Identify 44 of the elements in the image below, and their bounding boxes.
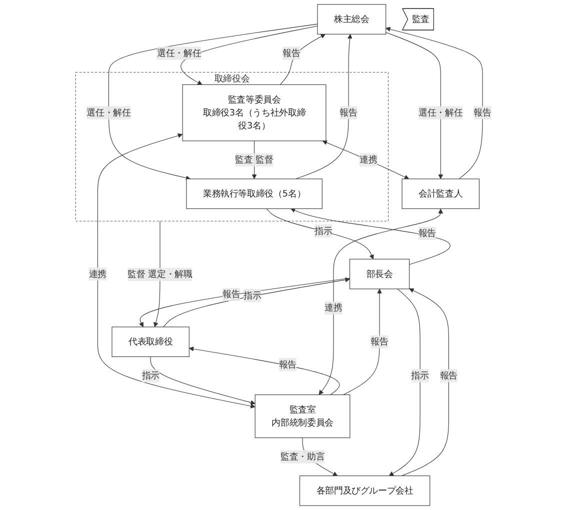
edge-label: 報告 (282, 48, 300, 58)
arrow (280, 34, 326, 85)
edge-label: 連携 (324, 302, 342, 313)
edge-label: 監査・助言 (280, 451, 325, 462)
edge-label: 指示 (142, 370, 160, 381)
edge-label: 選任・解任 (156, 48, 202, 58)
node-box: 監査室 内部統制委員会 (254, 394, 350, 438)
node-box: 会計監査人 (402, 178, 480, 209)
edge-label: 報告 (370, 336, 388, 347)
node-box: 監査等委員会 取締役3名（うち社外取締役3名） (182, 84, 326, 142)
node-box: 株主総会 (317, 4, 386, 34)
edge-label: 報告 (340, 107, 358, 118)
arrow (322, 140, 410, 180)
arrow (150, 356, 256, 405)
edge-label: 選任・解任 (86, 107, 131, 118)
node-box: 部長会 (350, 258, 410, 290)
arrow (188, 346, 340, 396)
arrow (290, 208, 450, 265)
arrow (388, 288, 420, 476)
arrow (318, 208, 444, 395)
arrow (266, 208, 374, 260)
node-box: 各部門及びグループ会社 (300, 476, 430, 506)
edge-label: 報告 (418, 228, 436, 238)
node-box: 業務執行等取締役（5名） (186, 178, 322, 209)
edge-label: 指示 (314, 226, 332, 236)
edge-label: 報告 (222, 288, 240, 300)
edge-label: 選任・解任 (418, 107, 463, 118)
edge-label: 監督 選定・解職 (128, 268, 192, 280)
arrow (386, 32, 444, 180)
arrow (295, 34, 352, 180)
edge-label: 監査 監督 (235, 154, 274, 165)
edge-label: 連携 (88, 268, 107, 279)
edge-label: 報告 (474, 107, 492, 118)
arrow (343, 288, 382, 396)
edge-label: 報告 (278, 359, 296, 370)
arrow (401, 288, 449, 476)
edge-label: 報告 (440, 370, 458, 381)
arrow (97, 133, 256, 408)
node-box: 代表取締役 (112, 326, 190, 357)
arrow (386, 26, 483, 180)
arrow (180, 26, 318, 85)
edge-label: 指示 (244, 290, 262, 301)
edge-label: 連携 (360, 154, 378, 165)
edge-label: 指示 (411, 370, 429, 381)
